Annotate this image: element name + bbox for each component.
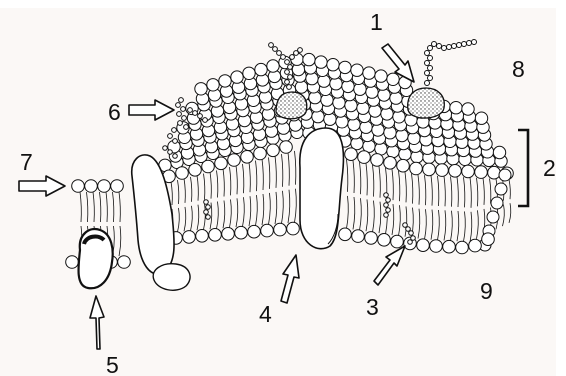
label-5: 5 [106,352,119,376]
arrow-3 [374,246,405,285]
peripheral-protein [78,229,112,288]
bilayer-bracket [518,130,528,206]
label-7: 7 [20,149,33,175]
arrow-5 [90,296,104,349]
label-9: 9 [480,278,493,304]
arrow-6 [129,100,174,120]
label-3: 3 [366,294,379,320]
label-1: 1 [370,9,383,35]
arrow-7 [19,176,65,196]
label-6: 6 [108,99,121,125]
label-2: 2 [543,155,556,181]
label-8: 8 [512,56,525,82]
inner-phospholipid-heads [66,222,495,268]
integral-protein-middle [300,128,344,249]
label-4: 4 [259,301,272,327]
arrow-4 [281,255,299,303]
